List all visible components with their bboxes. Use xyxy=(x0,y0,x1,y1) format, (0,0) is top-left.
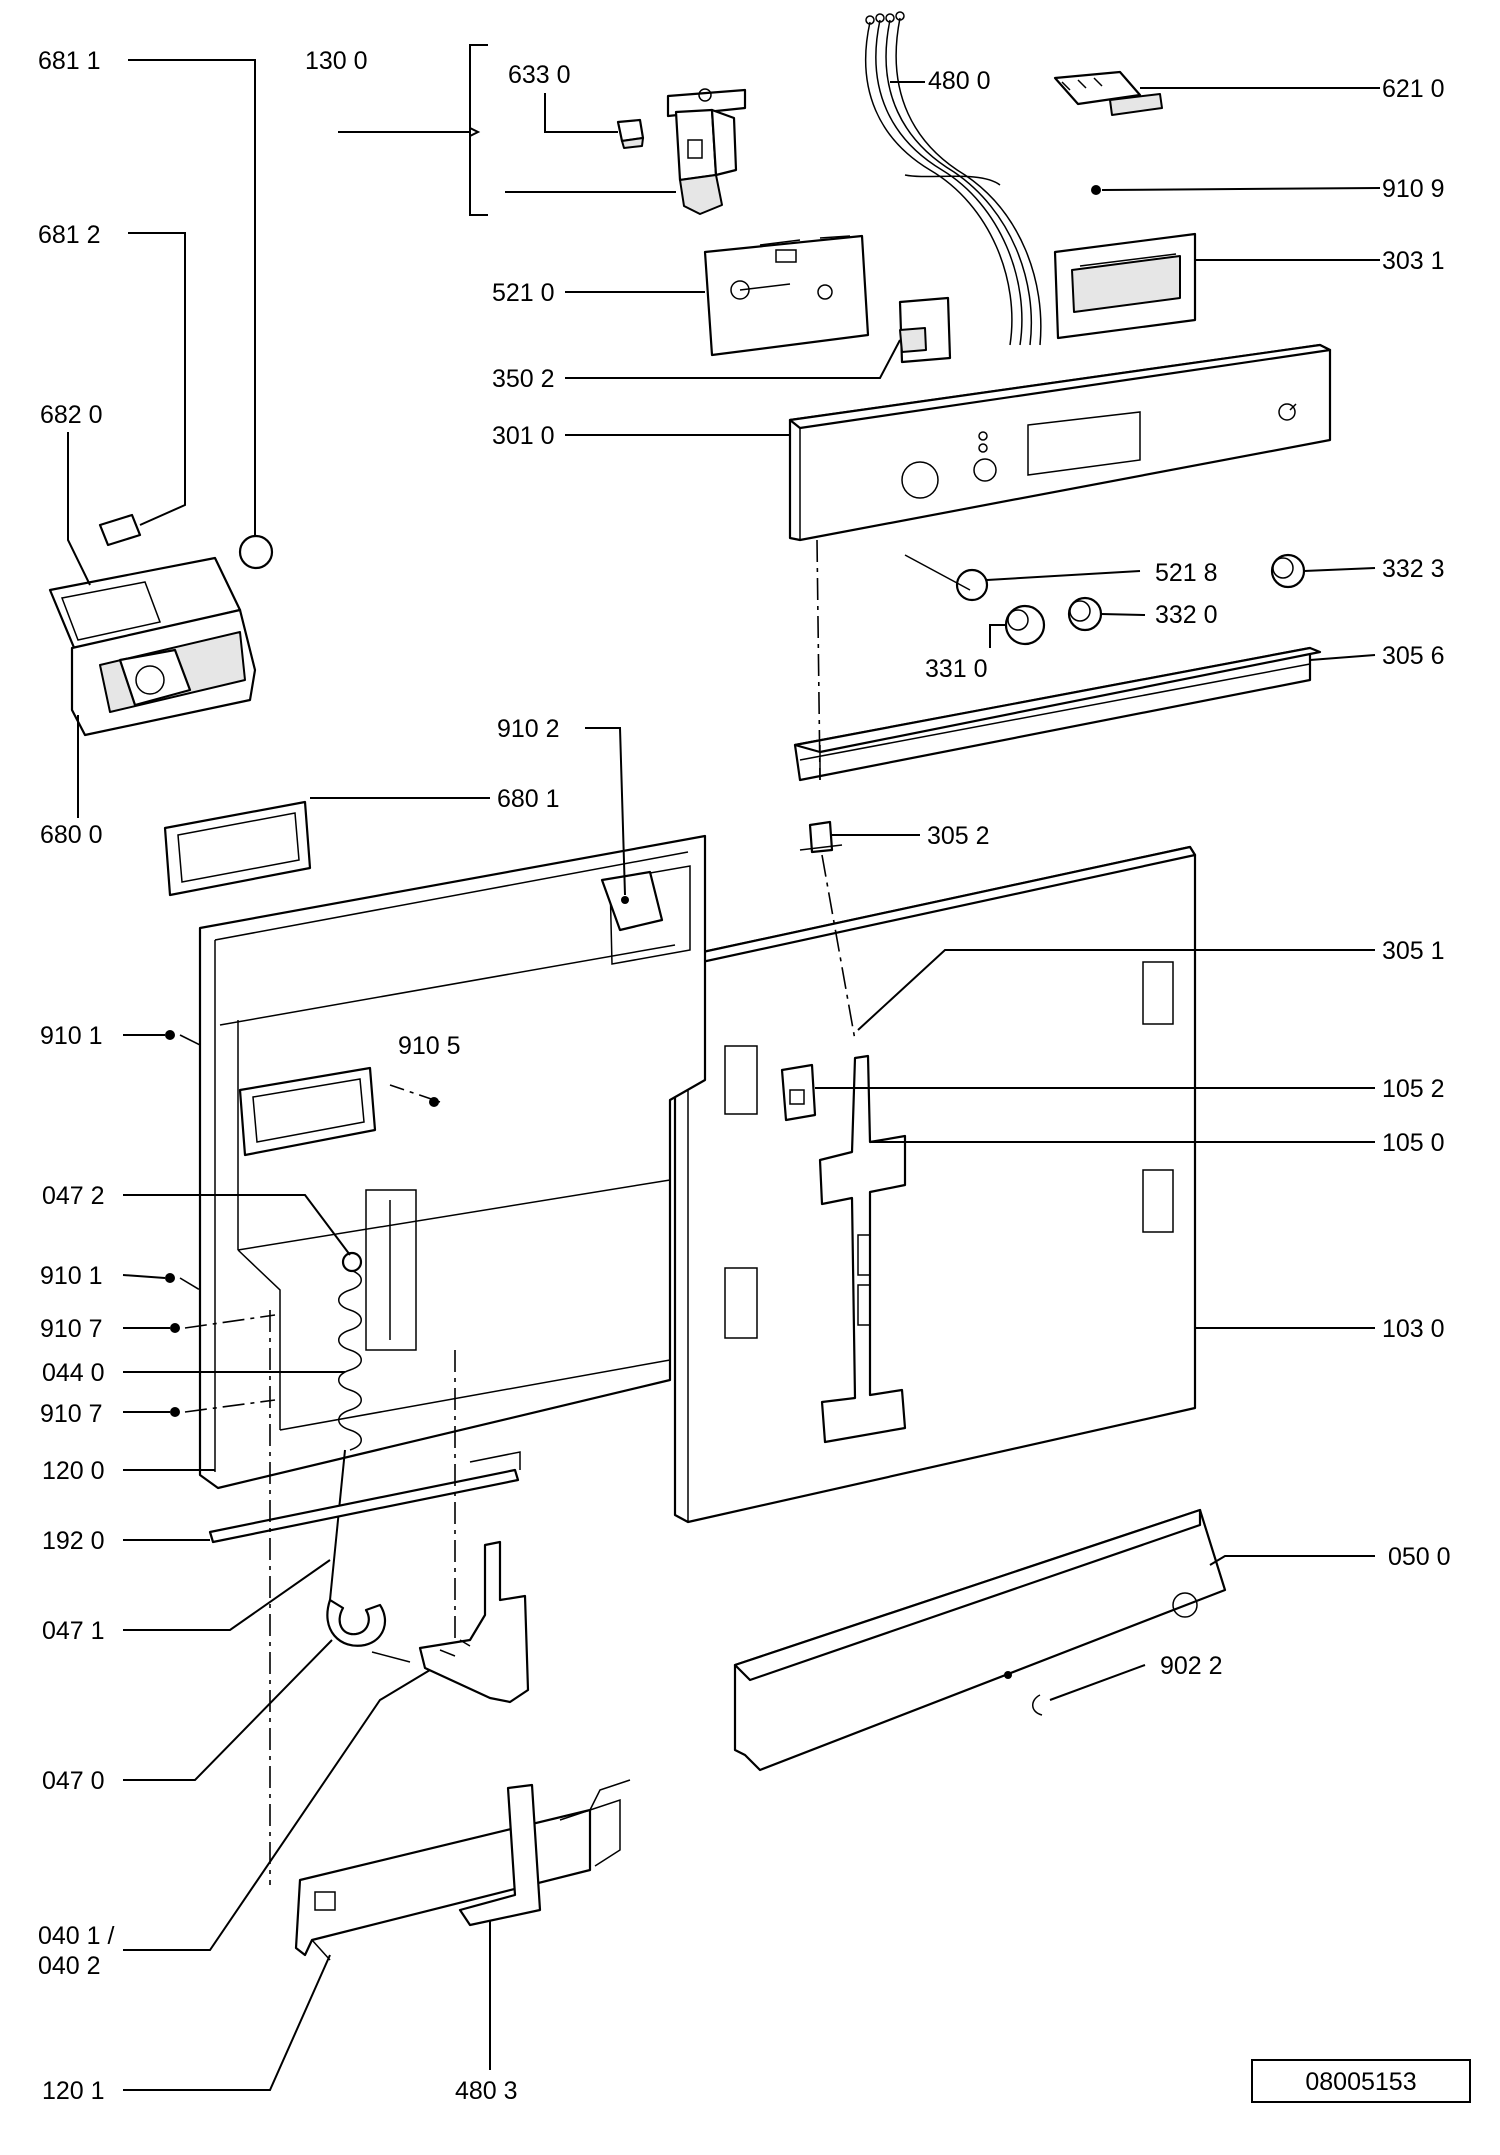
part-480-0-wire-harness xyxy=(864,11,1042,346)
label-305-2: 305 2 xyxy=(927,822,990,850)
screw-910-7a xyxy=(170,1323,180,1333)
label-047-0: 047 0 xyxy=(42,1767,105,1795)
label-910-7-b: 910 7 xyxy=(40,1400,103,1428)
label-192-0: 192 0 xyxy=(42,1527,105,1555)
leader-lines xyxy=(67,44,1381,2091)
part-192-0-rail xyxy=(208,1451,521,1544)
part-040-1-bracket xyxy=(418,1540,530,1704)
part-521-0-electronic-module xyxy=(703,234,870,357)
part-910-2 xyxy=(600,870,664,932)
part-633-0 xyxy=(616,118,645,149)
part-910-5-opening xyxy=(238,1066,377,1157)
label-040-1: 040 1 / xyxy=(38,1922,115,1950)
part-521-8 xyxy=(904,554,989,602)
part-044-0-spring xyxy=(338,1251,363,1451)
part-047-1-rod xyxy=(329,1449,346,1601)
label-050-0: 050 0 xyxy=(1388,1543,1451,1571)
part-301-0-control-panel xyxy=(788,343,1332,542)
label-480-3: 480 3 xyxy=(455,2077,518,2105)
label-910-7-a: 910 7 xyxy=(40,1315,103,1343)
label-910-1-b: 910 1 xyxy=(40,1262,103,1290)
label-332-0: 332 0 xyxy=(1155,601,1218,629)
label-521-8: 521 8 xyxy=(1155,559,1218,587)
label-120-0: 120 0 xyxy=(42,1457,105,1485)
label-910-1-a: 910 1 xyxy=(40,1022,103,1050)
label-682-0: 682 0 xyxy=(40,401,103,429)
assembly-axes xyxy=(179,539,856,1885)
label-680-0: 680 0 xyxy=(40,821,103,849)
part-303-1 xyxy=(1053,232,1197,340)
part-681-1-plug xyxy=(238,534,274,570)
part-621-0 xyxy=(1053,70,1163,116)
label-105-0: 105 0 xyxy=(1382,1129,1445,1157)
label-103-0: 103 0 xyxy=(1382,1315,1445,1343)
label-902-2: 902 2 xyxy=(1160,1652,1223,1680)
label-120-1: 120 1 xyxy=(42,2077,105,2105)
part-130-0-door-lock xyxy=(666,88,747,215)
label-621-0: 621 0 xyxy=(1382,75,1445,103)
part-350-2-connector xyxy=(898,296,952,364)
part-332-0-button xyxy=(1067,596,1103,632)
label-350-2: 350 2 xyxy=(492,365,555,393)
part-680-0-dispenser xyxy=(48,556,257,737)
label-303-1: 303 1 xyxy=(1382,247,1445,275)
part-305-6-trim-bar xyxy=(793,646,1322,782)
label-910-9: 910 9 xyxy=(1382,175,1445,203)
part-105-0-bracket xyxy=(818,1054,907,1444)
part-681-2 xyxy=(98,513,142,547)
label-301-0: 301 0 xyxy=(492,422,555,450)
label-305-1: 305 1 xyxy=(1382,937,1445,965)
label-305-6: 305 6 xyxy=(1382,642,1445,670)
label-130-0: 130 0 xyxy=(305,47,368,75)
part-105-2-clip xyxy=(780,1063,817,1122)
label-681-1: 681 1 xyxy=(38,47,101,75)
screw-910-1a xyxy=(165,1030,175,1040)
part-120-1-lower-trim xyxy=(294,1779,631,1961)
drawing-number: 08005153 xyxy=(1305,2068,1416,2096)
label-047-2: 047 2 xyxy=(42,1182,105,1210)
label-633-0: 633 0 xyxy=(508,61,571,89)
part-680-1-gasket xyxy=(163,800,312,897)
part-047-0-hook xyxy=(326,1598,411,1663)
part-120-0-inner-liner xyxy=(198,834,707,1490)
label-910-2: 910 2 xyxy=(497,715,560,743)
label-480-0: 480 0 xyxy=(928,67,991,95)
part-050-0-bottom-cover xyxy=(733,1508,1227,1772)
label-910-5: 910 5 xyxy=(398,1032,461,1060)
label-681-2: 681 2 xyxy=(38,221,101,249)
screw-910-7b xyxy=(170,1407,180,1417)
label-680-1: 680 1 xyxy=(497,785,560,813)
label-040-2: 040 2 xyxy=(38,1952,101,1980)
part-480-3 xyxy=(458,1783,542,1927)
screw-910-1b xyxy=(165,1273,175,1283)
part-103-0-door-panel xyxy=(673,845,1197,1524)
part-331-0-knob xyxy=(1004,604,1046,646)
label-332-3: 332 3 xyxy=(1382,555,1445,583)
part-332-3-button xyxy=(1270,553,1306,589)
screw-910-9 xyxy=(1091,185,1101,195)
label-044-0: 044 0 xyxy=(42,1359,105,1387)
drawing-number-box xyxy=(1251,2059,1471,2103)
label-047-1: 047 1 xyxy=(42,1617,105,1645)
label-105-2: 105 2 xyxy=(1382,1075,1445,1103)
part-305-2-clip xyxy=(799,820,843,854)
label-521-0: 521 0 xyxy=(492,279,555,307)
label-331-0: 331 0 xyxy=(925,655,988,683)
